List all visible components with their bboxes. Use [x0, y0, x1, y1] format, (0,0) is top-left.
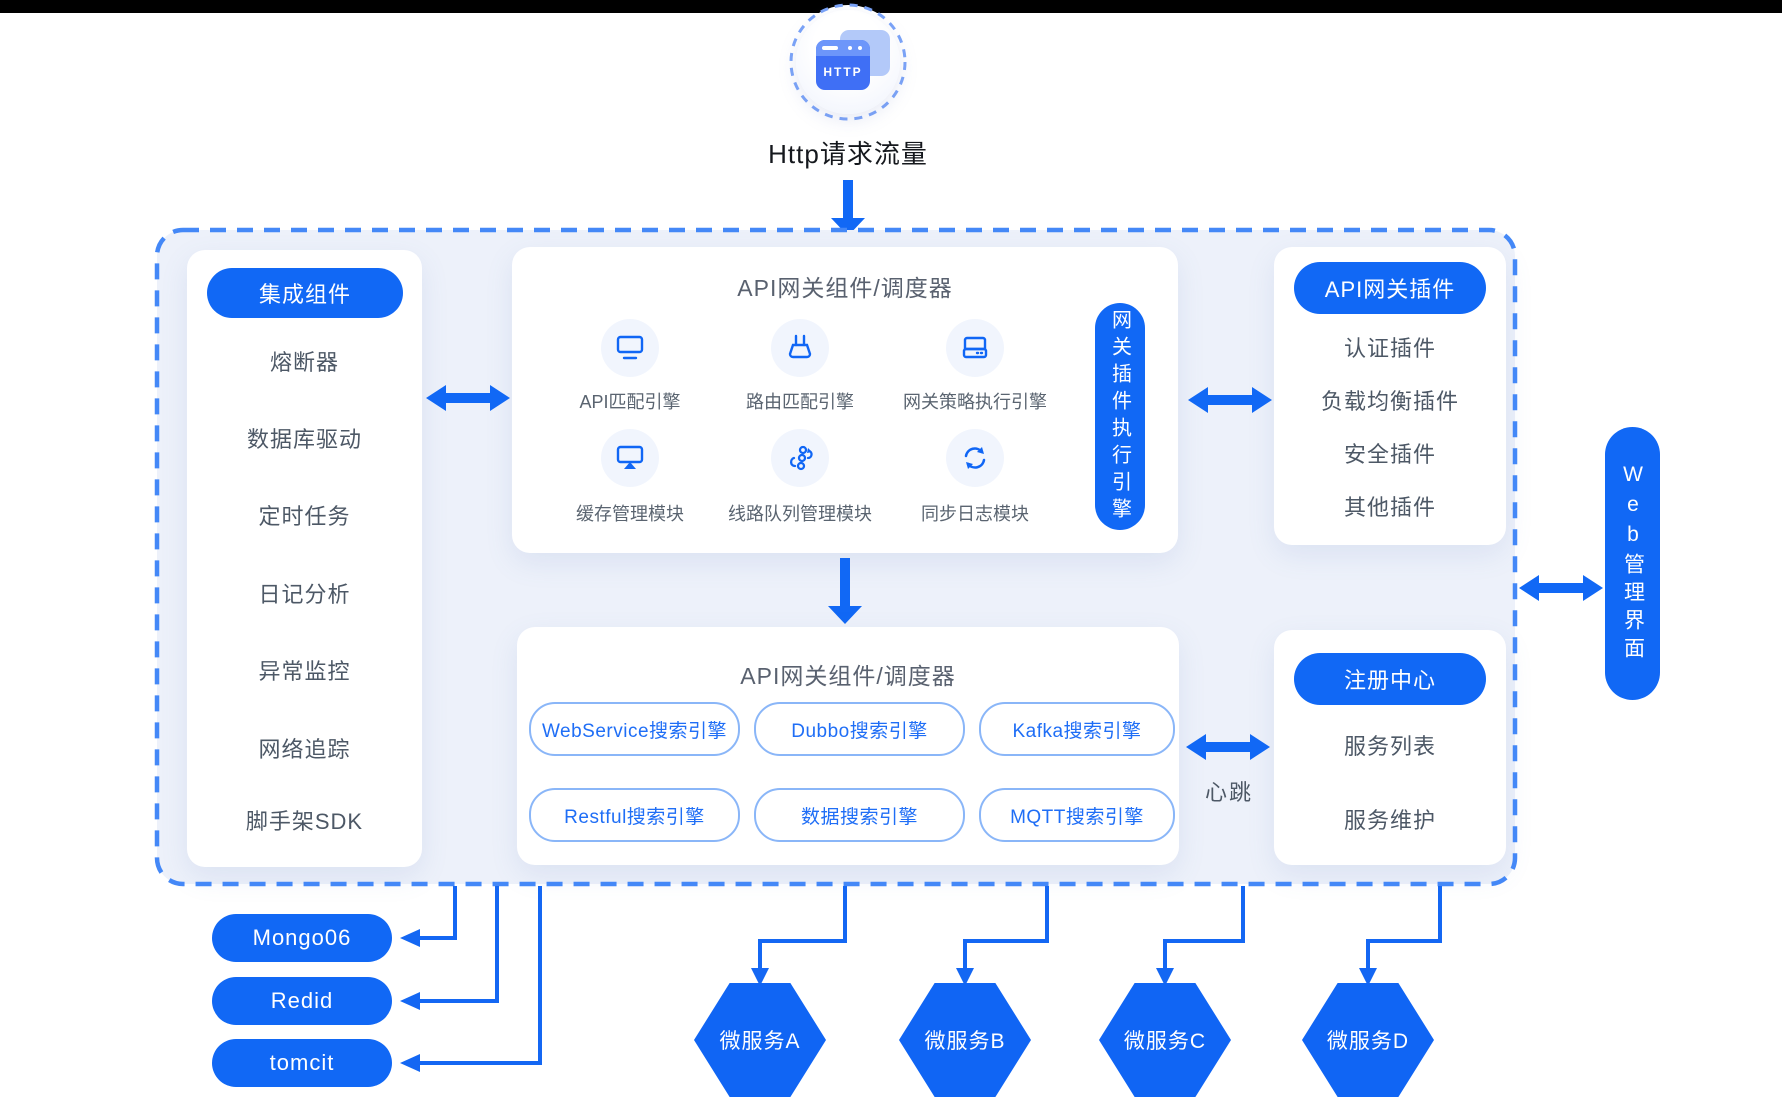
- registry-title-pill: 注册中心: [1294, 653, 1486, 705]
- list-item: 服务列表: [1343, 734, 1436, 759]
- registry-title: 注册中心: [1343, 668, 1436, 693]
- http-icon-text: HTTP: [823, 65, 863, 79]
- web-admin-double-arrow: [1519, 575, 1603, 601]
- list-item: 服务维护: [1343, 808, 1436, 833]
- database-pill: Mongo06: [212, 914, 392, 962]
- list-item: 脚手架SDK: [245, 809, 364, 834]
- microservice-hexagon: 微服务C: [1099, 983, 1231, 1097]
- module-label: 同步日志模块: [921, 504, 1029, 524]
- integration-panel: 集成组件 熔断器 数据库驱动 定时任务 日记分析 异常监控 网络追踪 脚手架SD…: [187, 250, 422, 867]
- microservice-hexagon: 微服务B: [899, 983, 1031, 1097]
- plugin-engine-vertical-pill: 网关插件执行引擎: [1095, 303, 1145, 530]
- gateway-top-panel: API网关组件/调度器 API匹配引擎 路由匹配引擎 网关策略执行引擎: [512, 247, 1178, 553]
- monitor-stand-icon: [601, 429, 659, 487]
- database-pill: tomcit: [212, 1039, 392, 1087]
- web-admin-pill: Web管理界面: [1605, 427, 1660, 700]
- http-browser-icon: HTTP: [816, 40, 870, 90]
- heartbeat-label: 心跳: [1204, 780, 1253, 805]
- server-icon: [946, 319, 1004, 377]
- panel-title: API网关组件/调度器: [737, 275, 953, 301]
- list-item: 安全插件: [1343, 442, 1436, 467]
- plugins-title-pill: API网关插件: [1294, 262, 1486, 314]
- microservice-hexagon: 微服务D: [1302, 983, 1434, 1097]
- list-item: 认证插件: [1343, 336, 1436, 361]
- list-item: 网络追踪: [258, 737, 351, 762]
- browser-dot-icon: [848, 46, 852, 50]
- engine-pill: WebService搜索引擎: [529, 702, 740, 756]
- list-item: 异常监控: [258, 659, 351, 684]
- plugins-panel: API网关插件 认证插件 负载均衡插件 安全插件 其他插件: [1274, 247, 1506, 545]
- browser-bar-glyph: [822, 46, 838, 50]
- module-label: 路由匹配引擎: [746, 392, 854, 412]
- engine-pill: 数据搜索引擎: [754, 788, 965, 842]
- engine-pill: Kafka搜索引擎: [979, 702, 1175, 756]
- sync-icon: [946, 429, 1004, 487]
- router-icon: [771, 319, 829, 377]
- down-arrow: [831, 180, 865, 236]
- panel-title: API网关组件/调度器: [740, 663, 956, 689]
- browser-dot-icon: [858, 46, 862, 50]
- list-item: 负载均衡插件: [1320, 389, 1459, 414]
- microservice-hexagon: 微服务A: [694, 983, 826, 1097]
- queue-icon: [771, 429, 829, 487]
- engine-pill: Dubbo搜索引擎: [754, 702, 965, 756]
- http-traffic-label: Http请求流量: [768, 139, 928, 169]
- module-label: 线路队列管理模块: [728, 504, 872, 524]
- integration-panel-title-pill: 集成组件: [207, 268, 403, 318]
- list-item: 定时任务: [258, 504, 351, 529]
- plugins-title: API网关插件: [1324, 277, 1456, 302]
- database-pill: Redid: [212, 977, 392, 1025]
- registry-panel: 注册中心 服务列表 服务维护: [1274, 630, 1506, 865]
- list-item: 数据库驱动: [246, 427, 362, 452]
- list-item: 日记分析: [258, 582, 351, 607]
- gateway-bottom-panel: API网关组件/调度器 WebService搜索引擎 Dubbo搜索引擎 Kaf…: [517, 627, 1179, 865]
- engine-pill: Restful搜索引擎: [529, 788, 740, 842]
- engine-pill: MQTT搜索引擎: [979, 788, 1175, 842]
- monitor-icon: [601, 319, 659, 377]
- top-black-bar: [0, 0, 1782, 13]
- module-label: 网关策略执行引擎: [903, 392, 1047, 412]
- list-item: 其他插件: [1343, 495, 1436, 520]
- list-item: 熔断器: [269, 350, 339, 375]
- browser-titlebar-icon: [816, 40, 870, 56]
- integration-title: 集成组件: [258, 282, 351, 307]
